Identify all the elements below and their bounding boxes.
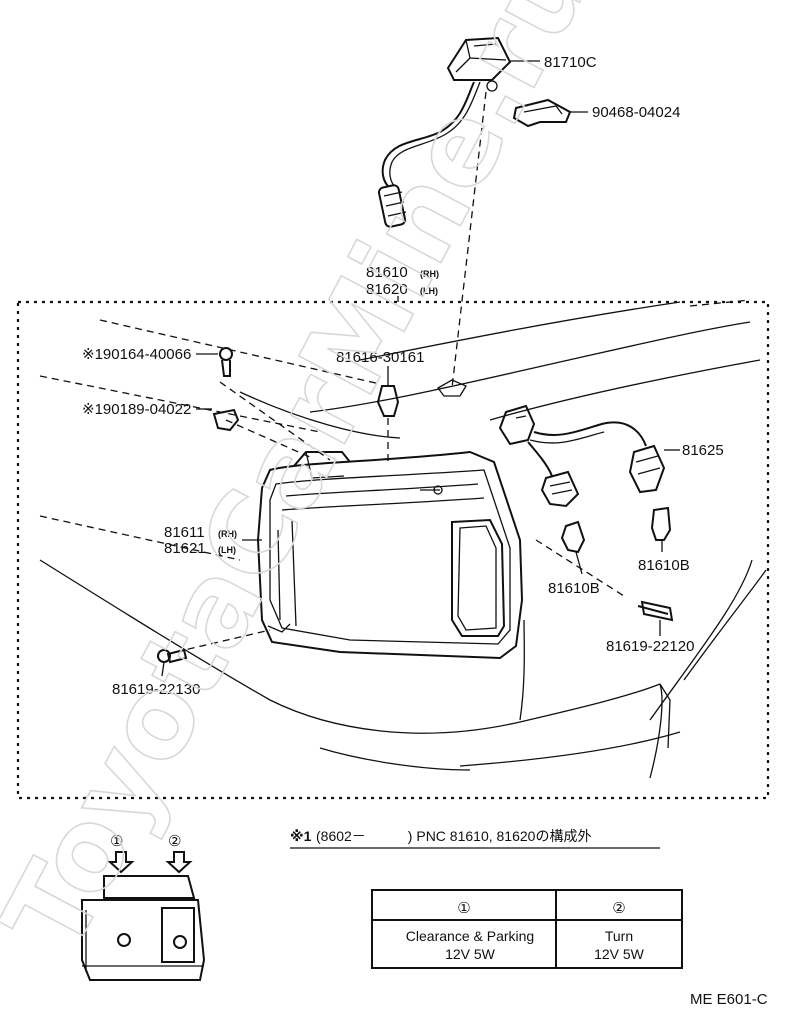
label-81619-22120: 81619-22120 [606,638,694,655]
socket-harness-81625 [498,404,680,508]
clip-190189 [196,408,240,432]
table-header-2: ② [612,900,625,917]
lamp-socket-hole [437,379,467,397]
label-90468: 90468-04024 [592,104,680,121]
label-81610B-right: 81610B [638,557,690,574]
table-header-1: ① [457,900,470,917]
label-190189: ※190189-04022 [82,401,191,418]
clip-90468 [512,98,588,128]
label-190164: ※190164-40066 [82,346,191,363]
front-side-marker-lamp [256,450,524,660]
callout-1: ① [110,833,123,850]
label-81611: 81611 [164,524,205,541]
label-81625: 81625 [682,442,724,459]
cell-1-line1: Clearance & Parking [406,928,534,944]
label-81610-rh: (RH) [420,269,439,279]
label-81610: 81610 [366,264,408,281]
label-81621-lh: (LH) [218,545,236,555]
vehicle-body-outline [39,299,767,779]
label-81610B-left: 81610B [548,580,600,597]
label-81620-lh: (LH) [420,286,438,296]
callout-2: ② [168,833,181,850]
drawing-code: ME E601-C [690,991,768,1008]
wedge-bulb-81610B-right [650,506,672,552]
lamp-callout-figure: ① ② [81,833,206,981]
screw-81619-22130 [157,648,188,677]
label-81710C: 81710C [544,54,597,71]
label-81621: 81621 [164,540,206,557]
screw-190164 [196,347,233,377]
label-81620: 81620 [366,281,408,298]
bulb-table: ① ② Clearance & Parking 12V 5W Turn 12V … [371,889,683,969]
license-lamp-81710C [377,36,540,228]
watermark: ToyotaCarMine.ru [0,0,617,973]
screw-81619-22120 [637,600,674,636]
label-81611-rh: (RH) [218,529,237,539]
note-mark: ※1 [290,828,312,844]
label-81616: 81616-30161 [336,349,424,366]
cell-1-line2: 12V 5W [445,946,496,962]
label-81619-22130: 81619-22130 [112,681,200,698]
cell-2-line1: Turn [605,928,633,944]
wedge-bulb-81610B-left [560,520,586,575]
cell-2-line2: 12V 5W [594,946,645,962]
note-text: (8602－ ) PNC 81610, 81620の構成外 [316,828,591,844]
bulb-81616 [376,366,400,417]
